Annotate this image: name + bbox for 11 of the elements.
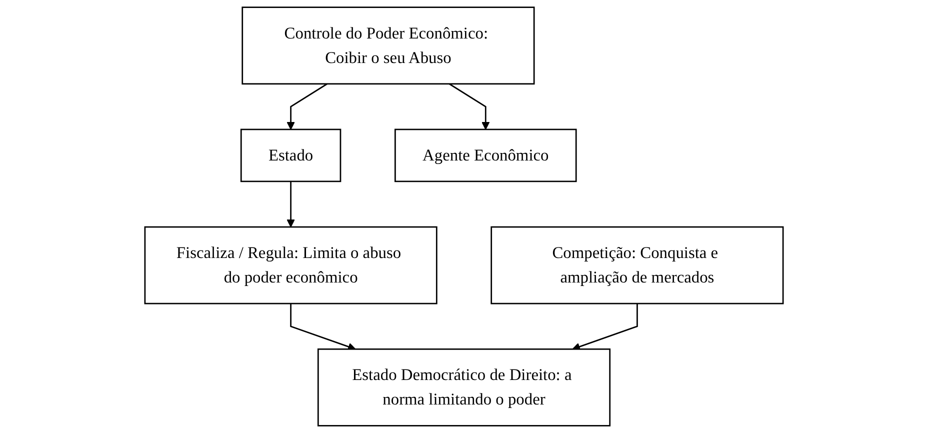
arrow (286, 181, 295, 228)
node-box: Estado (240, 128, 342, 182)
arrow (572, 304, 638, 351)
arrow (448, 83, 490, 130)
arrow (290, 304, 356, 351)
node-box: Competição: Conquista e ampliação de mercados (490, 226, 784, 304)
arrow (286, 83, 328, 130)
node-box: Controle do Poder Econômico: Coibir o seu Abuso (242, 6, 535, 85)
node-box: Agente Econômico (394, 128, 577, 182)
node-box: Fiscaliza / Regula: Limita o abuso do poder econômico (144, 226, 438, 304)
node-box: Estado Democrático de Direito: a norma limitando o poder (317, 348, 611, 426)
